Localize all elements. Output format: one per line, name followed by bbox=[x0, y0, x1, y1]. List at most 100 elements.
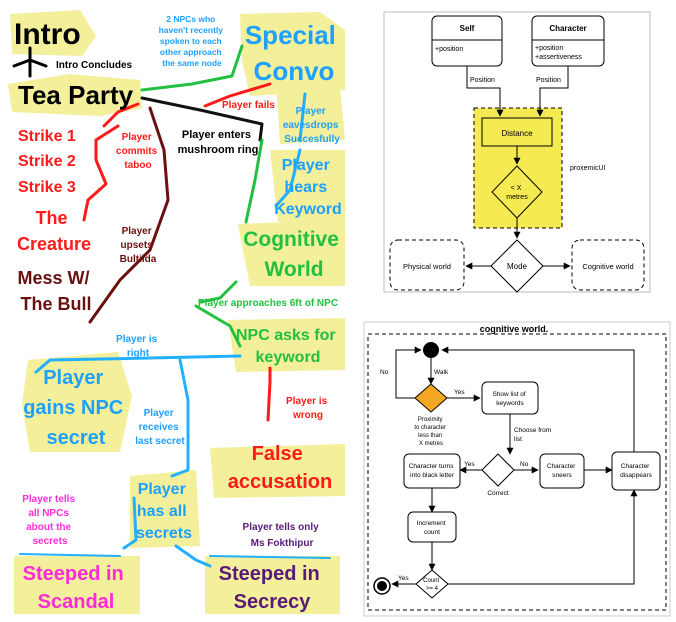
choose-label: Choose from list bbox=[514, 427, 553, 443]
wrong-line: Player is bbox=[286, 396, 328, 407]
no-label-top: No bbox=[380, 369, 389, 376]
player-hears-node: Player hears Keyword bbox=[274, 157, 342, 218]
receives-line: last secret bbox=[135, 436, 185, 447]
correct-label: Correct bbox=[487, 490, 509, 497]
has-all-secrets-node: Player has all secrets bbox=[136, 481, 192, 542]
commits-line: taboo bbox=[124, 160, 151, 171]
npcs-note-line: haven't recently bbox=[159, 25, 224, 35]
proxemic-connectors bbox=[465, 66, 571, 270]
gains-line: Player bbox=[43, 367, 103, 389]
character-class-title: Character bbox=[549, 24, 586, 33]
count-decision-label: Count >= 4 bbox=[423, 578, 441, 592]
gains-npc-secret-node: Player gains NPC secret bbox=[23, 367, 129, 449]
character-class-attr: +position bbox=[535, 45, 563, 52]
mess-with-bull-node: Mess W/ The Bull bbox=[17, 268, 94, 314]
character-class-attr: +assertiveness bbox=[535, 54, 582, 61]
cognitive-world-box bbox=[571, 239, 645, 291]
player-wrong-label: Player is wrong bbox=[286, 396, 330, 421]
position-label-left: Position bbox=[470, 77, 495, 84]
proximity-line: Proximity bbox=[418, 417, 443, 423]
secrecy-line: Secrecy bbox=[234, 591, 312, 613]
steeped-scandal-node: Steeped in Scandal bbox=[23, 563, 130, 613]
creature-line: The bbox=[35, 208, 67, 228]
yes-label-mid: Yes bbox=[464, 461, 475, 468]
false-accusation-node: False accusation bbox=[228, 443, 332, 493]
start-node bbox=[423, 342, 439, 358]
disappears-line: Character bbox=[621, 463, 650, 470]
physical-world-label: Physical world bbox=[403, 262, 451, 271]
count-line: Count bbox=[423, 578, 439, 584]
special-convo-line: Special bbox=[245, 20, 336, 50]
sneers-line: Character bbox=[547, 463, 576, 470]
decision-line: metres bbox=[506, 194, 528, 201]
yes-label-top: Yes bbox=[454, 389, 465, 396]
show-list-box bbox=[481, 381, 539, 415]
cognitive-flow-diagram: cognitive world. Walk No Yes Proximity t… bbox=[363, 321, 671, 617]
no-label-mid: No bbox=[520, 461, 529, 468]
black-letter-label: Character turns into black letter bbox=[409, 463, 456, 479]
cognitive-flow-connectors bbox=[391, 346, 638, 588]
proximity-line: X metres bbox=[419, 441, 443, 447]
tells-only-line: Player tells only bbox=[243, 522, 320, 533]
decision-line: < X bbox=[511, 185, 522, 192]
hears-line: Keyword bbox=[274, 201, 342, 218]
upsets-line: Bultilda bbox=[120, 254, 157, 265]
creature-line: Creature bbox=[17, 234, 91, 254]
receives-line: Player bbox=[144, 408, 174, 419]
tells-all-line: about the bbox=[26, 522, 71, 533]
tells-all-line: secrets bbox=[32, 536, 67, 547]
tea-party-node: Tea Party bbox=[18, 80, 134, 110]
proxemic-diagram: Self +position Character +position +asse… bbox=[383, 11, 651, 293]
increment-label: Increment count bbox=[417, 520, 448, 536]
false-line: accusation bbox=[228, 471, 332, 493]
player-enters-line: mushroom ring bbox=[178, 144, 259, 156]
tells-only-line: Ms Fokthipur bbox=[251, 538, 314, 549]
count-decision bbox=[415, 569, 449, 599]
hears-line: Player bbox=[282, 157, 330, 174]
intro-concludes-label: Intro Concludes bbox=[56, 60, 133, 71]
disappears-box bbox=[611, 451, 661, 491]
cognitive-world-label: Cognitive world bbox=[582, 262, 633, 271]
cognitive-world-node: Cognitive World bbox=[243, 228, 345, 281]
has-all-line: has all bbox=[137, 503, 187, 520]
commits-line: Player bbox=[122, 132, 152, 143]
eavesdrops-line: Succesfully bbox=[284, 134, 340, 145]
sneers-line: sneers bbox=[552, 472, 572, 479]
player-commits-label: Player commits taboo bbox=[116, 132, 160, 171]
self-class-title: Self bbox=[460, 24, 475, 33]
mess-line: The Bull bbox=[21, 294, 92, 314]
player-enters-line: Player enters bbox=[182, 129, 251, 141]
story-connectors bbox=[12, 44, 331, 568]
hears-line: hears bbox=[284, 179, 327, 196]
player-enters-label: Player enters mushroom ring bbox=[178, 129, 259, 156]
right-line: right bbox=[127, 348, 150, 359]
distance-decision-label: < X metres bbox=[506, 185, 528, 201]
mode-label: Mode bbox=[507, 262, 528, 271]
npc-asks-line: keyword bbox=[256, 349, 321, 366]
wrong-line: wrong bbox=[292, 410, 323, 421]
eavesdrops-line: eavesdrops bbox=[283, 120, 339, 131]
receives-secret-label: Player receives last secret bbox=[135, 408, 185, 447]
the-creature-node: The Creature bbox=[17, 208, 91, 254]
distance-label: Distance bbox=[501, 129, 533, 138]
cognitive-line: World bbox=[264, 258, 323, 281]
commits-line: commits bbox=[116, 146, 158, 157]
proximity-line: to character bbox=[414, 425, 446, 431]
scandal-line: Steeped in bbox=[23, 563, 124, 585]
choose-line: Choose from bbox=[514, 427, 551, 434]
tells-only-label: Player tells only Ms Fokthipur bbox=[243, 522, 322, 549]
upsets-line: upsets bbox=[120, 240, 153, 251]
walk-label: Walk bbox=[434, 369, 449, 376]
player-fails-label: Player fails bbox=[222, 100, 275, 111]
tells-all-line: all NPCs bbox=[28, 508, 69, 519]
proximity-decision bbox=[414, 383, 448, 413]
cognitive-flow-title: cognitive world. bbox=[480, 324, 549, 334]
count-line: >= 4 bbox=[426, 586, 439, 592]
disappears-line: disappears bbox=[620, 472, 653, 479]
black-letter-line: Character turns bbox=[409, 463, 455, 470]
proximity-line: less than bbox=[418, 433, 442, 439]
choose-line: list bbox=[514, 436, 522, 443]
show-list-line: Show list of bbox=[492, 391, 525, 398]
sneers-label: Character sneers bbox=[547, 463, 577, 479]
